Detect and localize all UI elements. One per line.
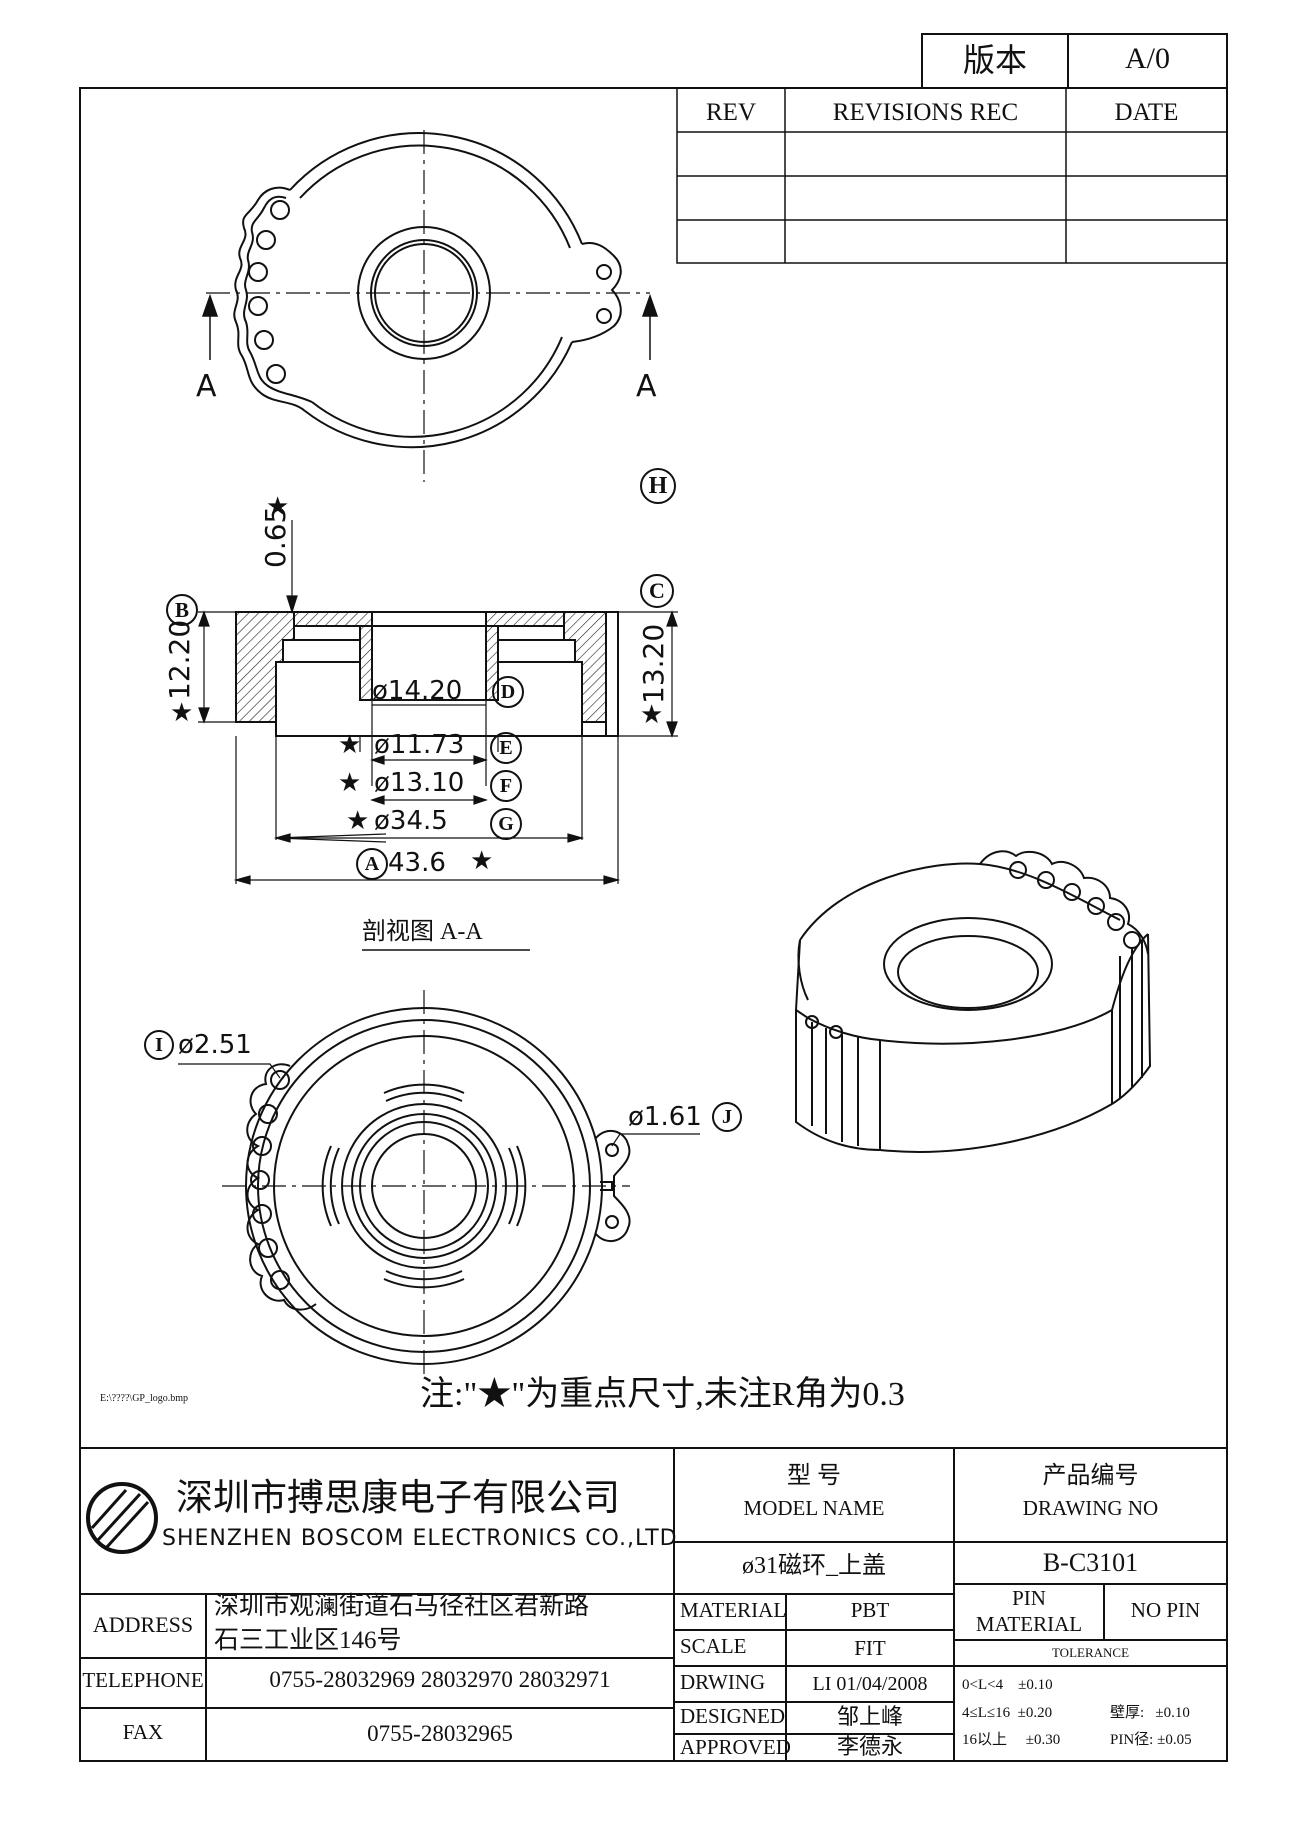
date-header: DATE [1114, 99, 1179, 126]
dim-1220: 12.20 [163, 619, 196, 700]
dim-1320: 13.20 [637, 623, 670, 704]
tolerance-wall: 壁厚: ±0.10 [1110, 1705, 1190, 1721]
material-value: PBT [850, 1598, 890, 1622]
callout-d: D [492, 676, 524, 708]
address-label: ADDRESS [92, 1612, 194, 1637]
rev-header: REV [706, 99, 756, 126]
tolerance-row2: 4≤L≤16 ±0.20 [962, 1705, 1053, 1721]
designed-label: DESIGNED [680, 1704, 785, 1728]
tolerance-pin: PIN径: ±0.05 [1110, 1732, 1192, 1748]
scale-value: FIT [854, 1636, 886, 1660]
dim-161: ø1.61 [628, 1102, 702, 1132]
designed-value: 邹上峰 [836, 1704, 903, 1729]
scale-label: SCALE [680, 1634, 747, 1658]
company-logo [86, 1482, 158, 1554]
logo-path: E:\????\GP_logo.bmp [100, 1393, 189, 1404]
drawing-border [79, 87, 1228, 1762]
section-title: 剖视图 A-A [362, 919, 483, 945]
bottom-view [222, 990, 631, 1380]
callout-i: I [144, 1030, 174, 1060]
star-065: ★ [266, 492, 290, 522]
fax-value: 0755-28032965 [367, 1721, 513, 1746]
model-label-cn: 型 号 [787, 1463, 841, 1489]
section-mark-right: A [636, 369, 657, 404]
dim-345: ø34.5 [374, 806, 448, 836]
drawing-no-label-cn: 产品编号 [1042, 1463, 1139, 1489]
section-arrows [201, 293, 659, 360]
model-label-en: MODEL NAME [743, 1496, 885, 1520]
bottom-view-leaders [178, 1063, 700, 1147]
material-label: MATERIAL [680, 1598, 787, 1622]
revisions-rec-header: REVISIONS REC [832, 99, 1019, 126]
telephone-label: TELEPHONE [82, 1668, 204, 1692]
callout-b: B [166, 594, 198, 626]
address-line2: 石三工业区146号 [214, 1627, 402, 1654]
dim-1310: ø13.10 [374, 768, 465, 798]
star-345: ★ [346, 806, 370, 836]
callout-h: H [640, 468, 676, 504]
pin-label-1: PIN [1012, 1586, 1046, 1610]
drawing-label: DRWING [680, 1670, 766, 1694]
dim-436: 43.6 [388, 848, 446, 878]
tolerance-row1: 0<L<4 ±0.10 [962, 1677, 1053, 1693]
star-1310: ★ [338, 768, 362, 798]
company-name-en: SHENZHEN BOSCOM ELECTRONICS CO.,LTD [162, 1526, 678, 1551]
drawing-no-label-en: DRAWING NO [1022, 1496, 1159, 1520]
callout-g: G [490, 808, 522, 840]
pin-label-2: MATERIAL [975, 1612, 1083, 1636]
iso-view [794, 850, 1152, 1153]
section-view [235, 611, 619, 737]
callout-a: A [356, 848, 388, 880]
tolerance-title: TOLERANCE [1051, 1645, 1130, 1660]
callout-f: F [490, 770, 522, 802]
revision-table [676, 87, 1228, 264]
top-view [206, 130, 650, 482]
callout-c: C [640, 574, 674, 608]
dim-251: ø2.51 [178, 1030, 252, 1060]
telephone-value: 0755-28032969 28032970 28032971 [269, 1667, 611, 1692]
section-mark-left: A [196, 369, 217, 404]
drawing-no-value: B-C3101 [1042, 1548, 1139, 1577]
dim-1420: ø14.20 [372, 676, 463, 706]
pin-value: NO PIN [1130, 1598, 1201, 1622]
approved-label: APPROVED [680, 1735, 791, 1759]
model-value: ø31磁环_上盖 [742, 1553, 886, 1579]
callout-e: E [490, 732, 522, 764]
section-dimensions [198, 520, 678, 885]
address-line1: 深圳市观澜街道石马径社区君新路 [214, 1593, 590, 1620]
dim-065: 0.65 [259, 505, 292, 568]
approved-value: 李德永 [836, 1734, 903, 1759]
star-1220: ★ [170, 698, 194, 728]
version-label: 版本 [962, 42, 1027, 78]
company-name-cn: 深圳市搏思康电子有限公司 [176, 1478, 620, 1519]
drawing-value: LI 01/04/2008 [812, 1673, 928, 1695]
star-1320: ★ [640, 700, 664, 730]
star-436: ★ [470, 846, 494, 876]
version-value: A/0 [1125, 42, 1170, 75]
callout-j: J [712, 1102, 742, 1132]
dim-1173: ø11.73 [374, 730, 465, 760]
star-1173: ★ [338, 730, 362, 760]
drawing-note: 注:"★"为重点尺寸,未注R角为0.3 [420, 1376, 905, 1413]
title-block [80, 1447, 1227, 1761]
fax-label: FAX [122, 1720, 164, 1744]
tolerance-row3: 16以上 ±0.30 [962, 1732, 1061, 1748]
